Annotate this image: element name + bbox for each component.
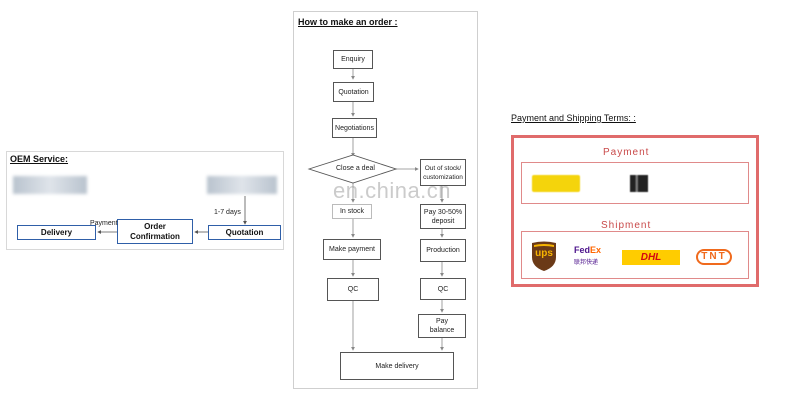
pay-deposit-box: Pay 30-50% deposit (420, 204, 466, 229)
ups-logo-text: ups (535, 248, 553, 259)
oem-quotation-box: Quotation (208, 225, 281, 240)
qc-right-box: QC (420, 278, 466, 300)
enquiry-box: Enquiry (333, 50, 373, 69)
oem-order-confirmation-box: Order Confirmation (117, 219, 193, 244)
dhl-logo: DHL (622, 250, 680, 265)
payment-logo-dark (630, 175, 648, 192)
order-flow-connectors (307, 69, 444, 351)
oem-service-panel: OEM Service: Delivery Order Confirmation… (6, 151, 284, 250)
make-delivery-box: Make delivery (340, 352, 454, 380)
ups-logo (532, 241, 556, 271)
in-stock-box: In stock (332, 204, 372, 219)
watermark-text: en.china.cn (333, 178, 452, 203)
terms-panel: Payment Shipment ups FedEx 联邦快递 DHL TNT (511, 135, 759, 287)
shipment-carriers-box (521, 231, 749, 279)
qc-left-box: QC (327, 278, 379, 301)
oem-arrows (97, 196, 247, 234)
pay-balance-box: Pay balance (418, 314, 466, 338)
dhl-logo-text: DHL (640, 252, 662, 263)
tnt-logo: TNT (692, 248, 736, 266)
oem-service-title: OEM Service: (10, 154, 69, 164)
oem-days-label: 1-7 days (214, 209, 241, 216)
payment-methods-box (521, 162, 749, 204)
blurred-image-right (207, 176, 277, 194)
oem-payment-label: Payment (90, 220, 118, 227)
order-process-title: How to make an order : (298, 17, 398, 27)
pay-balance-label: Pay balance (429, 318, 455, 334)
production-box: Production (420, 239, 466, 262)
terms-title: Payment and Shipping Terms: : (511, 113, 636, 123)
negotiations-box: Negotiations (332, 118, 377, 138)
fedex-chinese-text: 联邦快递 (574, 260, 599, 266)
close-deal-diamond (307, 154, 398, 184)
close-deal-label: Close a deal (336, 165, 375, 172)
oem-delivery-box: Delivery (17, 225, 96, 240)
fedex-fed-text: Fed (574, 245, 591, 255)
pay-deposit-label: Pay 30-50% deposit (423, 208, 463, 225)
quotation-box: Quotation (333, 82, 374, 102)
out-of-stock-box: Out of stock/ customization (420, 159, 466, 186)
make-payment-box: Make payment (323, 239, 381, 260)
shipment-heading: Shipment (601, 220, 652, 231)
fedex-ex-text: Ex (590, 245, 602, 255)
out-of-stock-label: Out of stock/ customization (423, 164, 463, 181)
tnt-logo-text: TNT (696, 249, 732, 265)
blurred-image-left (13, 176, 87, 194)
fedex-logo: FedEx (574, 245, 601, 255)
oem-order-confirmation-label: Order Confirmation (130, 221, 180, 241)
order-process-panel: How to make an order : Enquiry Quotation… (293, 11, 478, 389)
payment-heading: Payment (603, 147, 650, 158)
payment-logo-yellow (532, 175, 580, 192)
